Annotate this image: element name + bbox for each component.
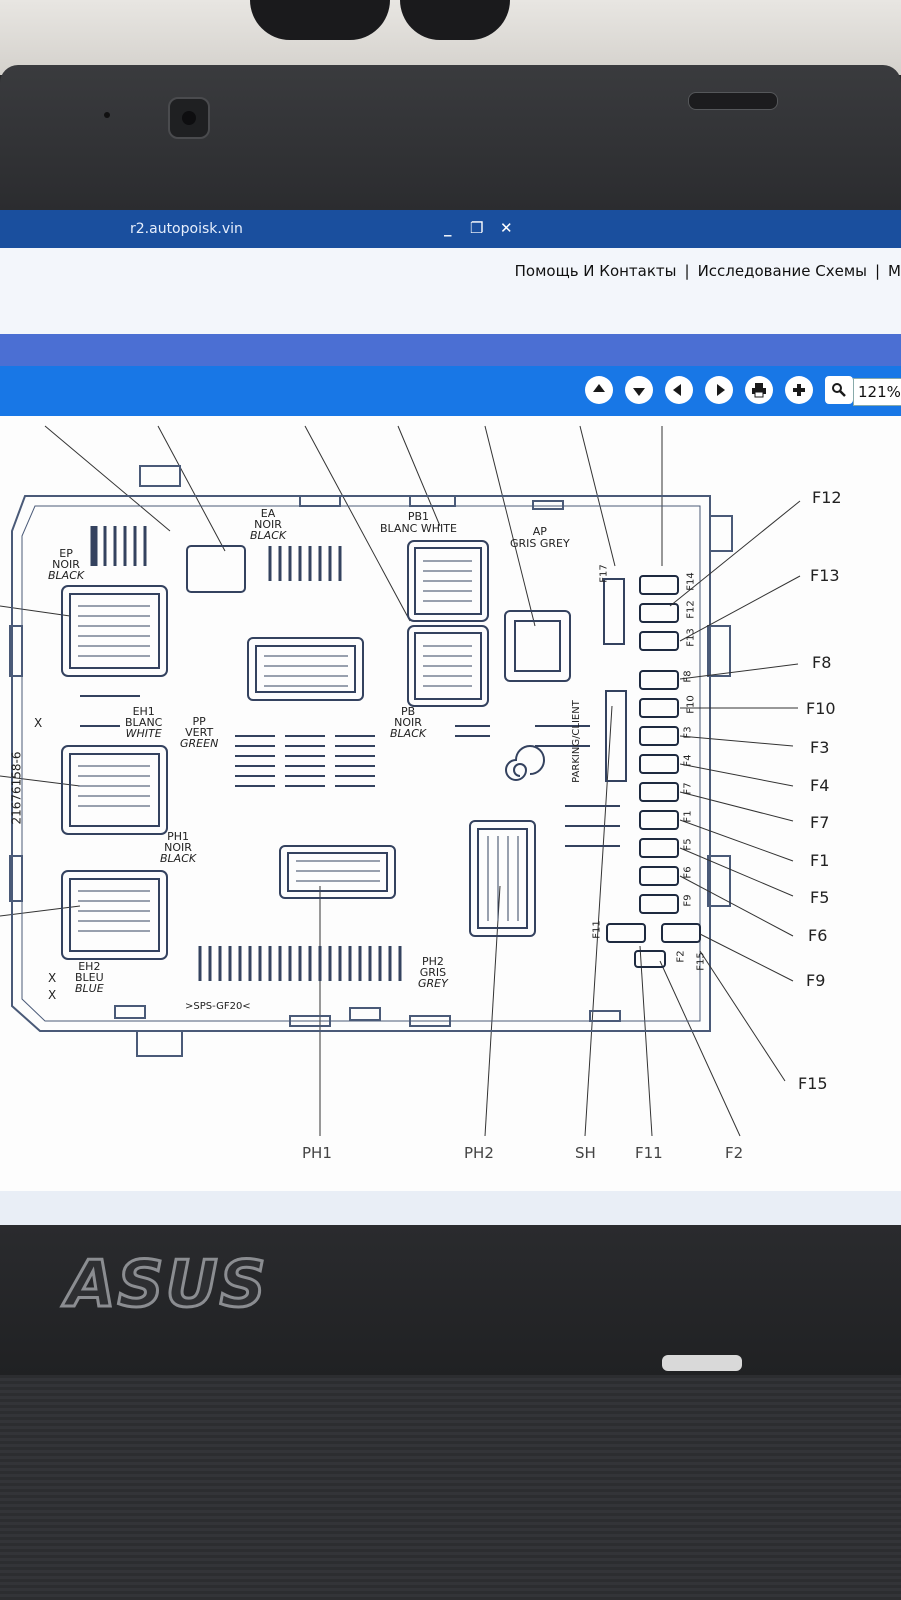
- zoom-icon[interactable]: [825, 376, 853, 404]
- bottom-label: PH2: [464, 1144, 494, 1162]
- menu-links: Помощь И Контакты|Исследование Схемы|M: [514, 262, 901, 280]
- fuse-callout: F12: [812, 488, 842, 507]
- fuse-label-small: F8: [682, 670, 694, 683]
- fuse-label-small: F2: [675, 950, 687, 963]
- restore-button[interactable]: ❐: [470, 219, 484, 237]
- bezel-slot: [688, 92, 778, 110]
- arrow-left-icon[interactable]: [665, 376, 693, 404]
- fuse-label-small: F10: [685, 695, 697, 714]
- laptop-screen: r2.autopoisk.vin _ ❐ ✕ Помощь И Контакты…: [0, 210, 901, 1225]
- arrow-right-icon[interactable]: [705, 376, 733, 404]
- fuse-label-small: F5: [682, 838, 694, 851]
- webcam-icon: [168, 97, 210, 139]
- fuse-label-small: F12: [685, 600, 697, 619]
- keyboard-area: [0, 1375, 901, 1600]
- hinge: [662, 1355, 742, 1371]
- fuse-label-small: F3: [682, 726, 694, 739]
- fuse-label-small: F7: [682, 782, 694, 795]
- fuse-callout: F5: [810, 888, 830, 907]
- fuse-label-small: F9: [682, 894, 694, 907]
- laptop-bezel-top: [0, 65, 901, 210]
- marker-x: X: [34, 716, 43, 730]
- bottom-label: F2: [725, 1144, 744, 1162]
- zoom-level[interactable]: 121%: [853, 378, 901, 406]
- diagram-toolbar: 121%: [0, 366, 901, 416]
- screen-bottom-bar: [0, 1191, 901, 1225]
- close-button[interactable]: ✕: [500, 219, 513, 237]
- bottom-label: F11: [635, 1144, 663, 1162]
- background-object: [400, 0, 510, 40]
- minimize-button[interactable]: _: [444, 219, 452, 237]
- arrow-up-icon[interactable]: [585, 376, 613, 404]
- fuse-callout: F7: [810, 813, 830, 832]
- arrow-down-icon[interactable]: [625, 376, 653, 404]
- parking-label: PARKING/CLIENT: [570, 700, 582, 783]
- sps-label: >SPS-GF20<: [185, 1001, 251, 1012]
- bottom-label: PH1: [302, 1144, 332, 1162]
- url-text[interactable]: r2.autopoisk.vin: [130, 221, 243, 237]
- site-menubar: Помощь И Контакты|Исследование Схемы|M: [0, 248, 901, 334]
- menu-item-research[interactable]: Исследование Схемы: [697, 262, 867, 280]
- fuse-label-small: F15: [695, 952, 707, 971]
- laptop-bezel-bottom: [0, 1225, 901, 1375]
- browser-titlebar: r2.autopoisk.vin _ ❐ ✕: [0, 210, 901, 248]
- brand-logo: ASUS: [65, 1247, 268, 1324]
- marker-x: X: [48, 971, 57, 985]
- fuse-callout: F1: [810, 851, 830, 870]
- fuse-callout: F10: [806, 699, 836, 718]
- marker-x: X: [48, 988, 57, 1002]
- fuse-label-small: F14: [685, 572, 697, 591]
- fuse-label-small: F4: [682, 754, 694, 767]
- fuse-callout: F4: [810, 776, 830, 795]
- fuse-callout: F13: [810, 566, 840, 585]
- background-object: [250, 0, 390, 40]
- bottom-label: SH: [575, 1144, 596, 1162]
- part-number: 21676158-6: [9, 751, 24, 825]
- fuse-label-small: F17: [598, 564, 610, 583]
- fuse-label-small: F6: [682, 866, 694, 879]
- header-band: [0, 334, 901, 366]
- fuse-callout: F15: [798, 1074, 828, 1093]
- plus-icon[interactable]: [785, 376, 813, 404]
- microphone-icon: [104, 112, 110, 118]
- fuse-callout: F3: [810, 738, 830, 757]
- fuse-callout: F6: [808, 926, 828, 945]
- menu-item-help[interactable]: Помощь И Контакты: [514, 262, 677, 280]
- photo-background-top: [0, 0, 901, 75]
- fuse-label-small: F1: [682, 810, 694, 823]
- fuse-label-small: F11: [591, 920, 603, 939]
- fuse-callout: F8: [812, 653, 832, 672]
- print-icon[interactable]: [745, 376, 773, 404]
- fuse-callout: F9: [806, 971, 826, 990]
- fuse-label-small: F13: [685, 628, 697, 647]
- menu-item-more[interactable]: M: [888, 262, 901, 280]
